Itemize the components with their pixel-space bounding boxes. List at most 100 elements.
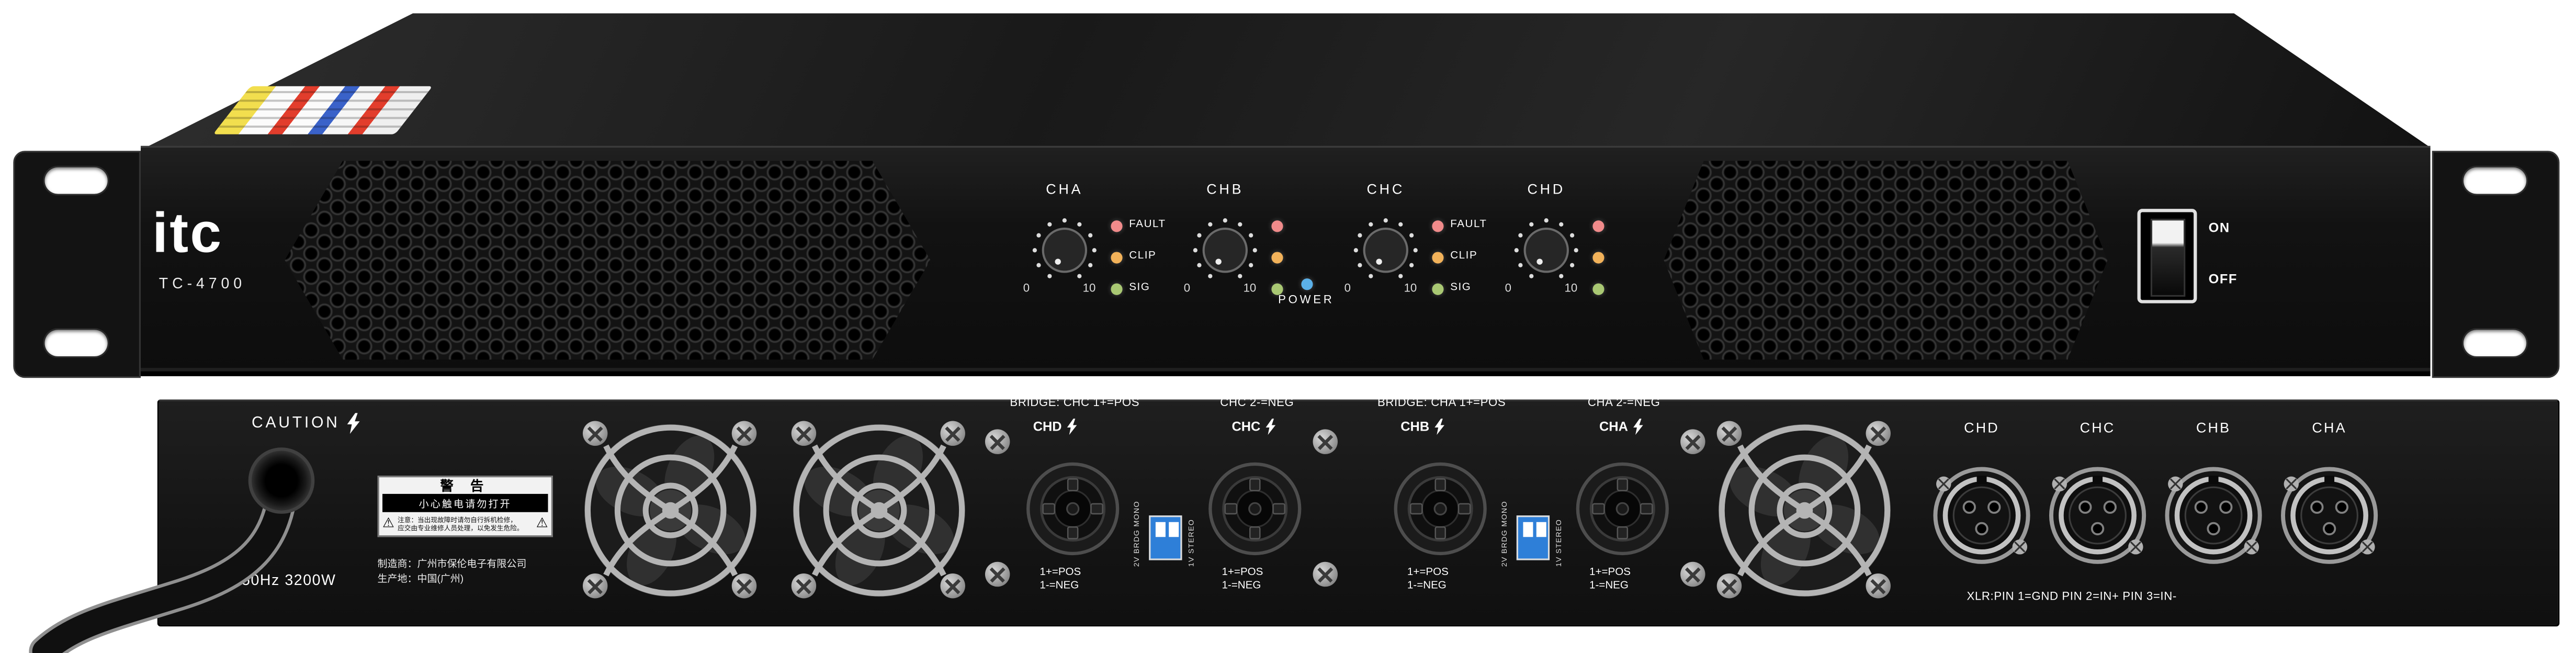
screw	[582, 421, 608, 446]
led-label: CLIP	[1450, 250, 1478, 262]
channel-label: CHA	[1046, 181, 1083, 197]
fault-led	[1111, 220, 1123, 232]
volume-knob-chb[interactable]	[1189, 214, 1261, 287]
rack-mount-hole	[2463, 167, 2527, 194]
cooling-fan	[584, 424, 757, 597]
warning-notes: 注意：当出现故障时请勿自行拆机检修， 应交由专业维修人员处理，以免发生危险。	[398, 515, 524, 532]
rack-mount-hole	[2463, 330, 2527, 357]
channel-label: CHB	[1206, 181, 1244, 197]
xlr-connector-cha[interactable]	[2276, 463, 2382, 569]
lightning-icon	[347, 413, 360, 434]
knob-min-label: 0	[1344, 283, 1351, 295]
pin-note: 1+=POS 1-=NEG	[1589, 567, 1631, 593]
fault-led	[1432, 220, 1444, 232]
channel-block-chd: CHD 0 10	[1470, 181, 1629, 323]
screw	[582, 573, 608, 599]
screw	[1866, 573, 1891, 599]
clip-led	[1271, 252, 1283, 264]
brand-logo: itc	[152, 202, 223, 265]
xlr-label-cha: CHA	[2312, 419, 2347, 436]
switch-off-label: OFF	[2208, 272, 2238, 287]
volume-knob-chc[interactable]	[1349, 214, 1422, 287]
knob-min-label: 0	[1023, 283, 1030, 295]
pin-note: 1+=POS 1-=NEG	[1222, 567, 1263, 593]
led-label: SIG	[1129, 282, 1150, 294]
bridge-note: BRIDGE: CHC 1+=POS	[1010, 398, 1140, 410]
dip-toggle[interactable]	[1155, 522, 1165, 537]
speakon-channel-label: CHC	[1231, 418, 1277, 436]
dip-label-left: 2V BRDG MONO	[1132, 501, 1141, 567]
dip-toggle[interactable]	[1535, 522, 1546, 537]
speakon-channel-label: CHA	[1599, 418, 1645, 436]
speakon-connector-chb[interactable]	[1391, 459, 1490, 558]
sig-led	[1111, 283, 1123, 295]
manufacturer-line: 制造商：广州市保伦电子有限公司	[377, 560, 527, 570]
screw	[1716, 573, 1742, 599]
screw	[791, 573, 817, 599]
clip-led	[1111, 252, 1123, 264]
volume-knob-chd[interactable]	[1510, 214, 1583, 287]
screw	[1680, 429, 1705, 454]
bridge-note: CHA 2-=NEG	[1587, 398, 1660, 410]
knob-max-label: 10	[1082, 283, 1096, 295]
mode-dip-switch[interactable]	[1516, 515, 1550, 560]
screw	[940, 421, 965, 446]
rack-ear-left	[13, 151, 141, 378]
manufacturer-info: 制造商：广州市保伦电子有限公司 生产地：中国(广州)	[378, 558, 527, 589]
power-label: POWER	[1278, 295, 1335, 307]
clip-led	[1432, 252, 1444, 264]
led-label: CLIP	[1129, 250, 1157, 262]
warning-title: 警 告	[440, 479, 491, 494]
clip-led	[1592, 252, 1605, 264]
screw	[1716, 421, 1742, 446]
knob-max-label: 10	[1243, 283, 1257, 295]
model-number: TC-4700	[159, 275, 246, 292]
lightning-icon	[1435, 419, 1445, 435]
caution-row: CAUTION	[252, 413, 361, 434]
xlr-label-chd: CHD	[1964, 419, 1999, 436]
mode-dip-switch[interactable]	[1149, 515, 1182, 560]
channel-block-chb: CHB 0 10	[1149, 181, 1308, 323]
pin-note: 1+=POS 1-=NEG	[1040, 567, 1081, 593]
rocker[interactable]	[2150, 219, 2186, 297]
caution-label: CAUTION	[252, 414, 340, 433]
vent-grille-left	[285, 161, 931, 360]
dip-label-right: 1V STEREO	[1554, 519, 1563, 567]
rear-panel	[157, 399, 2560, 627]
power-indicator: POWER	[1257, 278, 1356, 307]
xlr-connector-chc[interactable]	[2044, 463, 2151, 569]
power-switch[interactable]	[2137, 209, 2197, 303]
lightning-icon	[1067, 419, 1078, 435]
dip-label-right: 1V STEREO	[1187, 519, 1195, 567]
bridge-note: BRIDGE: CHA 1+=POS	[1377, 398, 1506, 410]
xlr-label-chc: CHC	[2080, 419, 2116, 436]
xlr-connector-chd[interactable]	[1929, 463, 2035, 569]
screw	[985, 429, 1010, 454]
bridge-note: CHC 2-=NEG	[1220, 398, 1294, 410]
channel-block-chc: CHC 0 10 FAULT CLIP SIG	[1309, 181, 1486, 323]
certification-sticker	[213, 86, 433, 134]
dip-toggle[interactable]	[1168, 522, 1178, 537]
rack-mount-hole	[44, 330, 108, 357]
cooling-fan	[793, 424, 965, 597]
speakon-connector-chc[interactable]	[1205, 459, 1305, 558]
origin-line: 生产地：中国(广州)	[377, 576, 464, 586]
warning-triangle-icon: ⚠	[382, 515, 394, 531]
cooling-fan	[1718, 424, 1891, 597]
knob-max-label: 10	[1564, 283, 1578, 295]
screw	[940, 573, 965, 599]
dip-toggle[interactable]	[1522, 522, 1532, 537]
led-label: FAULT	[1129, 219, 1166, 231]
xlr-connector-chb[interactable]	[2161, 463, 2267, 569]
xlr-label-chb: CHB	[2196, 419, 2231, 436]
speakon-connector-cha[interactable]	[1573, 459, 1672, 558]
cable-gland	[248, 447, 315, 514]
power-cable	[29, 455, 299, 653]
channel-label: CHD	[1527, 181, 1565, 197]
vent-grille-right	[1664, 161, 2108, 360]
channel-block-cha: CHA 0 10 FAULT CLIP SIG	[988, 181, 1165, 323]
screw	[1313, 429, 1338, 454]
volume-knob-cha[interactable]	[1028, 214, 1101, 287]
screw	[1866, 421, 1891, 446]
speakon-connector-chd[interactable]	[1023, 459, 1123, 558]
